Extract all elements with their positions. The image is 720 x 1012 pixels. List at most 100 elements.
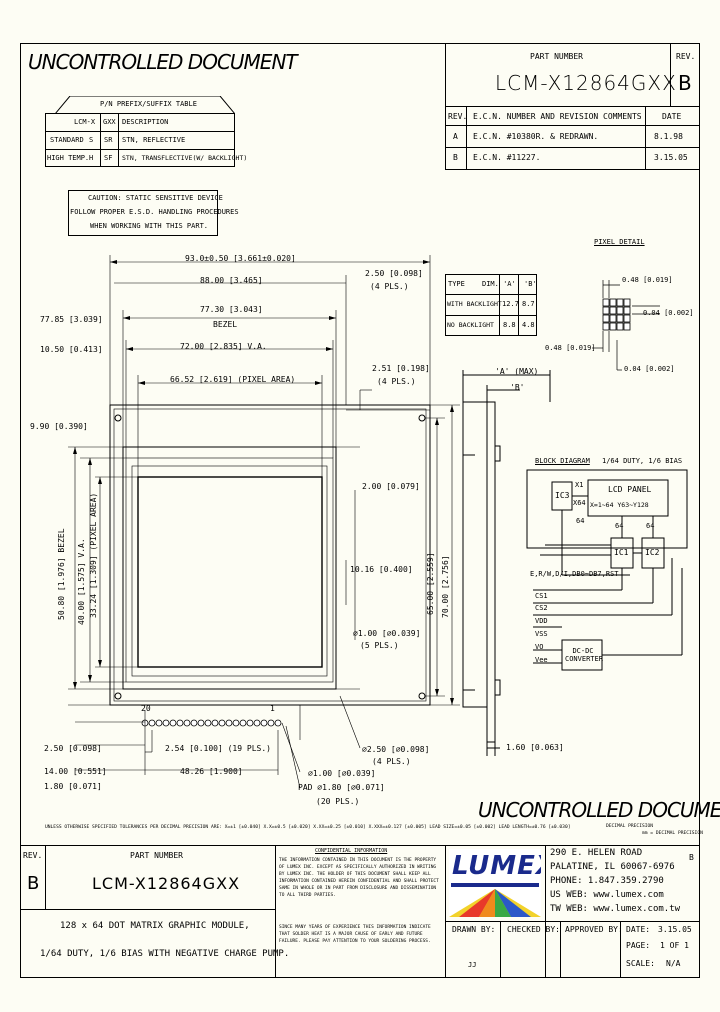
part-number-label: PART NUMBER (530, 52, 583, 61)
watermark-bottom: UNCONTROLLED DOCUMENT (478, 798, 720, 822)
prefix-col2-header: GXX (103, 118, 116, 126)
tb-address-1: 290 E. HELEN ROAD (550, 848, 643, 858)
block-diagram-subtitle: 1/64 DUTY, 1/6 BIAS (602, 457, 683, 465)
dim-1400: 14.00 [0.551] (44, 767, 107, 776)
lumex-logo-text: LUMEX (452, 851, 541, 881)
prefix-row1-col3: SR (104, 136, 113, 144)
rev-row-a: A (453, 132, 458, 141)
dim-251: 2.51 [0.198] (372, 364, 430, 373)
dim-5080: 50.80 [1.976] BEZEL (57, 528, 66, 620)
dim-bezel: BEZEL (213, 320, 238, 329)
prefix-row2-col1: HIGH TEMP. (47, 154, 90, 162)
tb-description-1: 128 x 64 DOT MATRIX GRAPHIC MODULE, (60, 921, 250, 931)
rev-date-b: 3.15.05 (654, 153, 688, 162)
caution-line2: FOLLOW PROPER E.S.D. HANDLING PROCEDURES (70, 208, 239, 216)
type-row1-b: 8.7 (522, 300, 535, 308)
rev-value: B (678, 71, 692, 95)
prefix-table-title: P/N PREFIX/SUFFIX TABLE (100, 100, 197, 108)
type-row2-b: 4.8 (522, 321, 535, 329)
tb-date-value: 3.15.05 (658, 925, 692, 934)
tb-rev-value: B (27, 873, 40, 894)
rev-row-b: B (453, 153, 458, 162)
dim-100-pin: ⌀1.00 [⌀0.039] (308, 769, 376, 778)
tb-pn-value: LCM-X12864GXX (92, 874, 241, 893)
dim-pad: PAD ⌀1.80 [⌀0.071] (298, 783, 385, 792)
dim-200: 2.00 [0.079] (362, 482, 420, 491)
signal-vdd: VDD (535, 617, 548, 625)
tb-pn-label: PART NUMBER (130, 851, 183, 860)
dim-6652: 66.52 [2.619] (PIXEL AREA) (170, 375, 296, 384)
pixel-dim-4: 0.04 [0.002] (624, 365, 675, 373)
dim-hole-5pls: (5 PLS.) (360, 641, 399, 650)
revision-table (445, 106, 700, 170)
pixel-detail-title: PIXEL DETAIL (594, 238, 645, 246)
dim-1016: 10.16 [0.400] (350, 565, 413, 574)
dim-7730: 77.30 [3.043] (200, 305, 263, 314)
tb-checked-label: CHECKED BY: (507, 925, 560, 934)
pin-1-label: 1 (270, 704, 275, 713)
prefix-col1-header: LCM-X (74, 118, 96, 126)
dim-b-header: 'B' (524, 280, 537, 288)
dim-1050: 10.50 [0.413] (40, 345, 103, 354)
tolerance-note: UNLESS OTHERWISE SPECIFIED TOLERANCES PE… (45, 825, 571, 830)
dim-250: 2.50 [0.098] (365, 269, 423, 278)
signal-vss: VSS (535, 630, 548, 638)
dim-4pls: (4 PLS.) (370, 282, 409, 291)
dim-hole250-pls: (4 PLS.) (372, 757, 411, 766)
caution-line3: WHEN WORKING WITH THIS PART. (90, 222, 209, 230)
tb-description-2: 1/64 DUTY, 1/6 BIAS WITH NEGATIVE CHARGE… (40, 949, 290, 959)
ic2-label: IC2 (645, 548, 660, 557)
rev-label: REV. (676, 52, 696, 61)
control-bus-label: E,R/W,D/I,DB0~DB7,RST (530, 570, 619, 578)
dim-3324: 33.24 [1.309] (PIXEL AREA) (89, 492, 98, 618)
tb-confidential-title: CONFIDENTIAL INFORMATION (315, 848, 388, 854)
tolerance-right-1: DECIMAL PRECISION (606, 824, 654, 829)
pin-20-label: 20 (141, 704, 151, 713)
signal-cs2: CS2 (535, 604, 548, 612)
dim-b: 'B' (510, 383, 525, 392)
lcd-panel-label: LCD PANEL (608, 485, 652, 494)
dim-160: 1.60 [0.063] (506, 743, 564, 752)
tb-address-4: US WEB: www.lumex.com (550, 890, 664, 900)
prefix-row2-col4: STN, TRANSFLECTIVE(W/ BACKLIGHT) (122, 154, 248, 162)
bus-64-a: 64 (576, 517, 585, 525)
dim-250-bottom: 2.50 [0.098] (44, 744, 102, 753)
tb-rev-label: REV. (23, 851, 43, 860)
tb-scale-label: SCALE: (626, 959, 655, 968)
prefix-table-title-box: P/N PREFIX/SUFFIX TABLE (55, 96, 235, 114)
tb-address-5: TW WEB: www.lumex.com.tw (550, 904, 681, 914)
watermark-top: UNCONTROLLED DOCUMENT (28, 50, 298, 74)
prefix-row2-col2: H (89, 154, 94, 162)
dim-pad-pls: (20 PLS.) (316, 797, 360, 806)
signal-vo: VO (535, 643, 544, 651)
tb-address-2: PALATINE, IL 60067-6976 (550, 862, 675, 872)
tb-corner-rev: B (689, 853, 694, 862)
dim-7785: 77.85 [3.039] (40, 315, 103, 324)
title-block (20, 845, 700, 978)
tb-confidential-text: THE INFORMATION CONTAINED IN THIS DOCUME… (279, 858, 439, 898)
dim-180: 1.80 [0.071] (44, 782, 102, 791)
dim-254: 2.54 [0.100] (19 PLS.) (165, 744, 271, 753)
dcdc-converter-label: DC-DC CONVERTER (565, 647, 603, 663)
type-row2: NO BACKLIGHT (447, 321, 494, 329)
rev-date-a: 8.1.98 (654, 132, 683, 141)
type-row1: WITH BACKLIGHT (447, 300, 502, 308)
ecn-col-header: E.C.N. NUMBER AND REVISION COMMENTS (473, 112, 642, 121)
dim-a-header: DIM. 'A' (482, 280, 516, 288)
type-row2-a: 8.8 (503, 321, 516, 329)
tb-scale-value: N/A (666, 959, 681, 968)
signal-vee: Vee (535, 656, 548, 664)
dim-hole100: ⌀1.00 [⌀0.039] (353, 629, 421, 638)
tb-approved-label: APPROVED BY: (565, 925, 623, 934)
dim-990: 9.90 [0.390] (30, 422, 88, 431)
tb-date-label: DATE: (626, 925, 651, 934)
dim-40va: 40.00 [1.575] V.A. (77, 538, 86, 625)
dim-overall-width: 93.0±0.50 [3.661±0.020] (185, 254, 296, 263)
part-number-value: LCM-X12864GXX (495, 71, 677, 95)
bus-64-c: 64 (646, 522, 655, 530)
prefix-row2-col3: SF (104, 154, 113, 162)
drawing-border (20, 43, 700, 978)
tb-address-3: PHONE: 1.847.359.2790 (550, 876, 664, 886)
type-row1-a: 12.7 (502, 300, 519, 308)
pixel-dim-3: 0.48 [0.019] (545, 344, 596, 352)
